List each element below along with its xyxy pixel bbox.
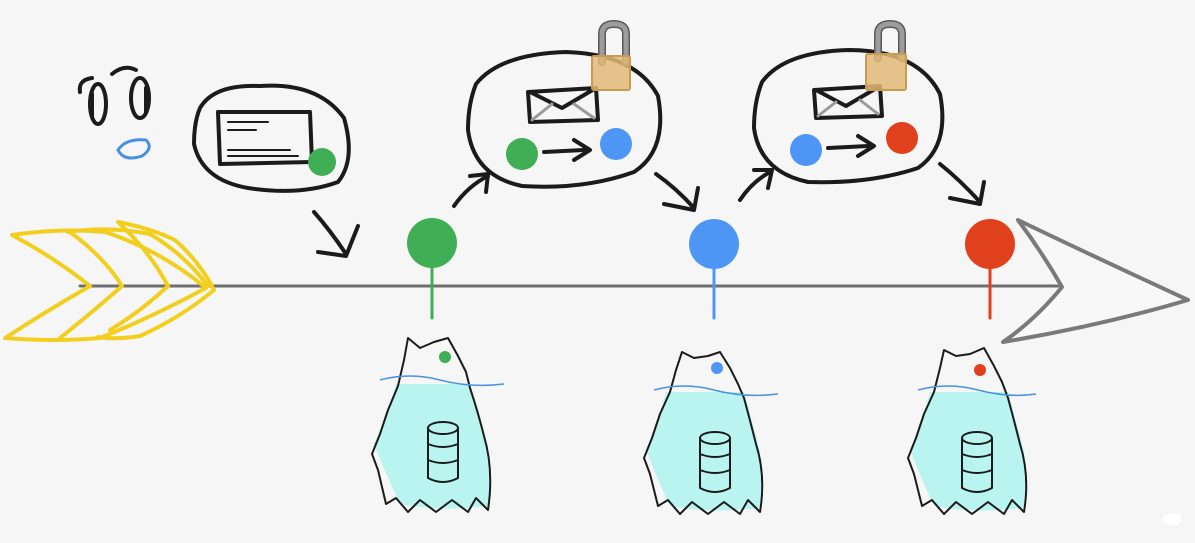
iceberg-icon: [643, 351, 779, 515]
lock-icon: [591, 19, 631, 91]
transition-bubble-1: [466, 50, 663, 189]
iceberg-version-dot: [439, 351, 451, 363]
lock-icon: [865, 19, 907, 91]
bubble2-to-dot: [886, 122, 918, 154]
corner-mark: [1162, 513, 1182, 526]
transition-bubble-2: [752, 48, 945, 185]
envelope-icon: [526, 86, 600, 124]
arrow-icon: [452, 172, 490, 208]
database-icon: [427, 421, 459, 483]
envelope-icon: [812, 84, 884, 120]
iceberg-version-dot: [711, 362, 723, 374]
arrow-fletching: [3, 220, 216, 342]
iceberg-icon: [371, 337, 505, 513]
arrow-icon: [654, 172, 700, 212]
milestone-green: [407, 218, 457, 268]
arrow-icon: [938, 162, 986, 206]
database-icon: [961, 431, 993, 493]
iceberg-version-dot: [974, 364, 986, 376]
arrow-icon: [738, 168, 774, 202]
milestone-blue: [689, 219, 739, 269]
face-icon: [77, 65, 151, 160]
milestone-red: [965, 219, 1015, 269]
database-icon: [699, 431, 731, 493]
iceberg-icon: [907, 347, 1037, 515]
arrow-icon: [312, 210, 360, 258]
bubble2-from-dot: [790, 134, 822, 166]
document-version-dot: [308, 148, 336, 176]
arrowhead: [1001, 218, 1190, 344]
bubble1-from-dot: [506, 138, 538, 170]
bubble1-to-dot: [600, 128, 632, 160]
